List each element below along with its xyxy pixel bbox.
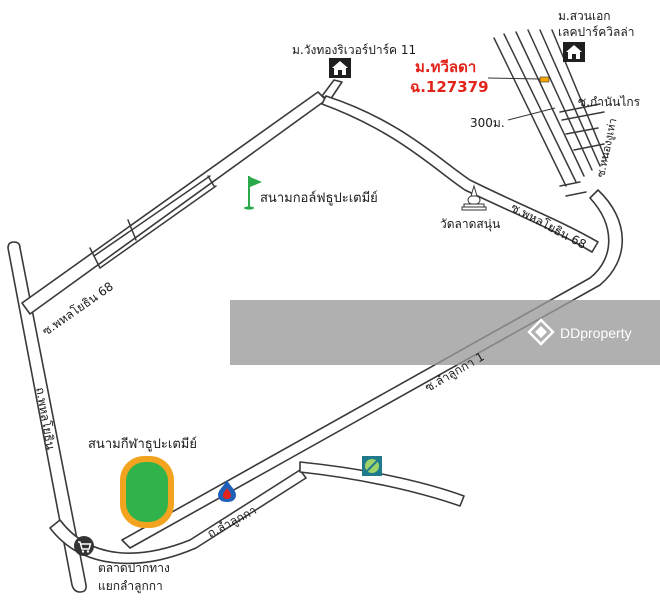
road-phahonyothin (7, 241, 87, 593)
label-market-junction: แยกลำลูกกา (98, 579, 163, 594)
road-side-lane-1 (89, 247, 101, 269)
label-project-name: ม.ทวีลดา (415, 58, 476, 76)
road-right-curve (121, 189, 624, 549)
gas-station-icon (218, 480, 236, 502)
project-marker (539, 76, 550, 83)
shopping-cart-icon (74, 536, 94, 556)
label-distance: 300ม. (470, 116, 505, 130)
bank-icon (362, 456, 382, 476)
label-lam-luk-ka-road: ถ.ลำลูกกา (205, 503, 260, 542)
label-stadium: สนามกีฬาธูปะเตมีย์ (88, 436, 197, 452)
label-village-suan-ek: ม.สวนเอก (558, 9, 611, 23)
label-market: ตลาดปากทาง (98, 561, 170, 575)
label-temple: วัดลาดสนุ่น (440, 217, 500, 232)
watermark-brand: DDproperty (560, 325, 632, 341)
distance-pointer-line (507, 107, 556, 121)
house-icon (563, 42, 585, 62)
stadium (120, 456, 174, 528)
road-side-lane-5 (207, 175, 215, 187)
golf-flag-icon (244, 176, 262, 210)
ddproperty-logo-icon (527, 318, 555, 346)
temple-icon (461, 184, 487, 211)
project-pointer-line (487, 77, 541, 80)
road-soi-cluster (493, 29, 607, 197)
label-soi-kamnan: ซ.กำนันไกร (578, 95, 641, 109)
label-soi-nong-ngu-hao: ซ.หนองงูเห่า (594, 117, 619, 179)
watermark-band: DDproperty (230, 300, 660, 365)
road-branch-bank (299, 461, 465, 507)
road-soi-phahon-68-right (321, 95, 599, 253)
stadium-field (126, 462, 168, 522)
house-icon (329, 58, 351, 78)
label-village-lakepark: เลคปาร์ควิลล่า (558, 25, 635, 39)
road-side-lane-3 (99, 185, 217, 269)
label-soi-phahon-68-right: ซ.พหลโยธิน 68 (509, 200, 589, 251)
road-side-lane-4 (93, 175, 211, 257)
label-project-code: ฉ.127379 (410, 78, 489, 96)
label-golf-course: สนามกอล์ฟธูปะเตมีย์ (260, 190, 378, 206)
label-village-wangthong: ม.วังทองริเวอร์ปาร์ค 11 (292, 43, 416, 57)
